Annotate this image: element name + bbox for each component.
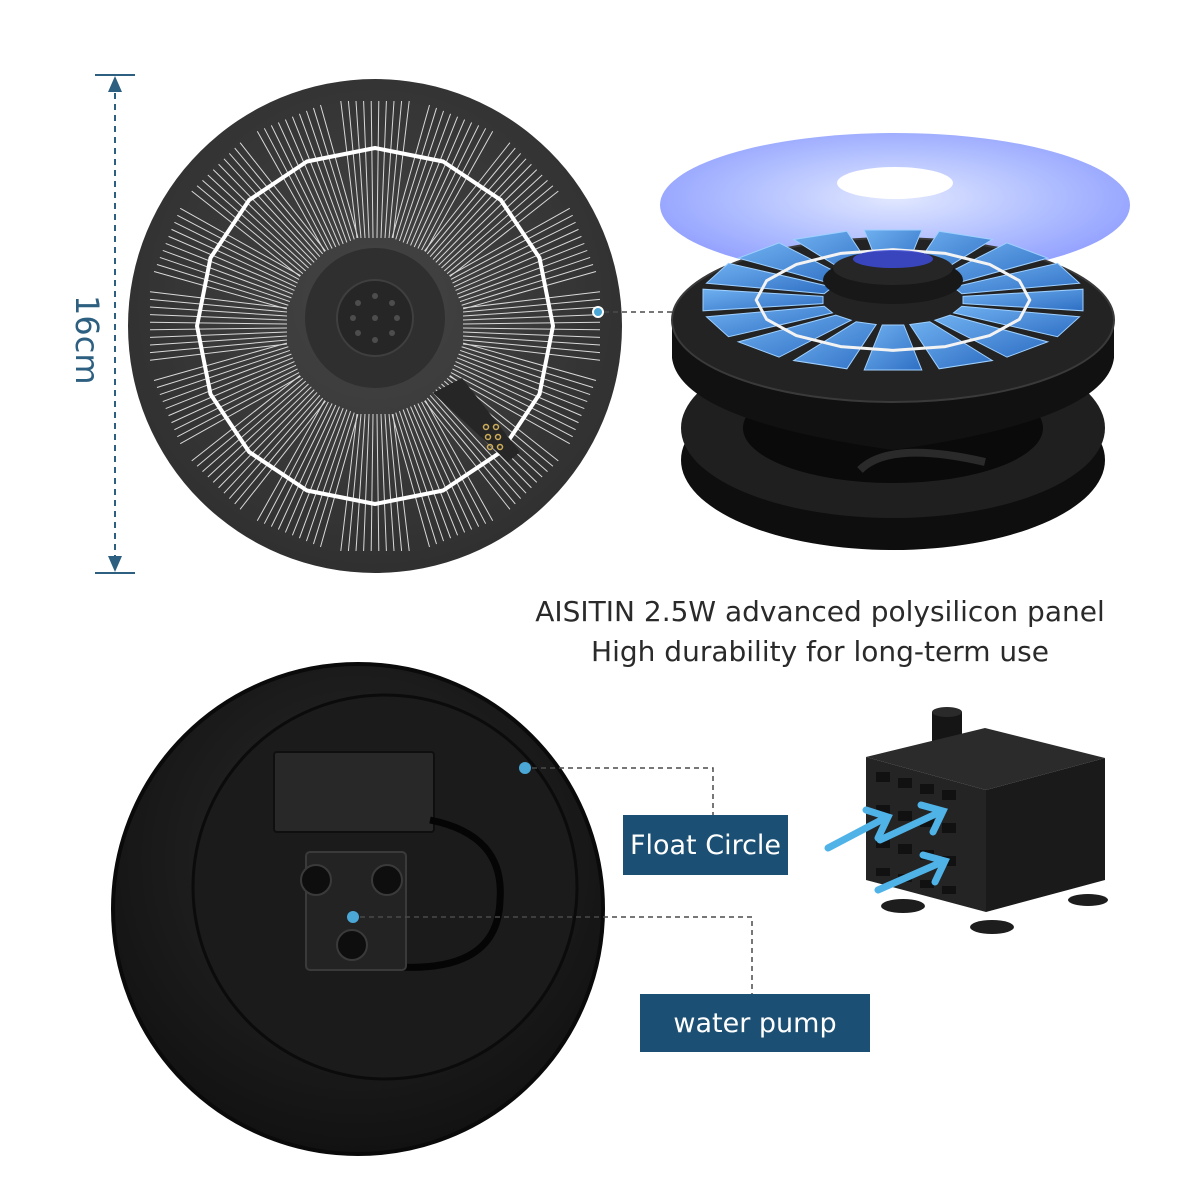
solar-cell [391, 400, 494, 548]
solar-cell [256, 400, 359, 548]
blue-solar-cell [863, 324, 923, 371]
caption-line-1: AISITIN 2.5W advanced polysilicon panel [535, 595, 1105, 628]
product-caption: AISITIN 2.5W advanced polysilicon panel … [490, 592, 1150, 672]
solar-cell [449, 207, 597, 310]
solar-cell [153, 342, 301, 445]
solar-cell [153, 207, 301, 310]
dimension-indicator [95, 74, 135, 574]
solar-cell [424, 142, 559, 277]
exploded-panel-view [660, 133, 1130, 550]
arrow-up-icon [108, 76, 122, 92]
solar-cell [462, 291, 601, 361]
solar-cell [340, 413, 410, 552]
blue-solar-cell [702, 288, 824, 312]
float-circle-label: Float Circle [623, 815, 788, 875]
solar-cell [256, 104, 359, 252]
float-underside-view [111, 662, 753, 1156]
dimension-label: 16cm [68, 295, 106, 385]
water-flow-arrows-icon [824, 801, 950, 894]
water-pump-label: water pump [640, 994, 870, 1052]
water-pump-illustration [824, 707, 1108, 934]
solar-cell [449, 342, 597, 445]
solar-cell [191, 142, 326, 277]
solar-cell [340, 100, 410, 239]
solar-cell [391, 104, 494, 252]
caption-line-2: High durability for long-term use [591, 635, 1049, 668]
solar-cell [149, 291, 288, 361]
blue-solar-cell [962, 288, 1084, 312]
solar-panel-top-view [128, 79, 695, 573]
arrow-down-icon [108, 556, 122, 572]
solar-cell [191, 375, 326, 510]
